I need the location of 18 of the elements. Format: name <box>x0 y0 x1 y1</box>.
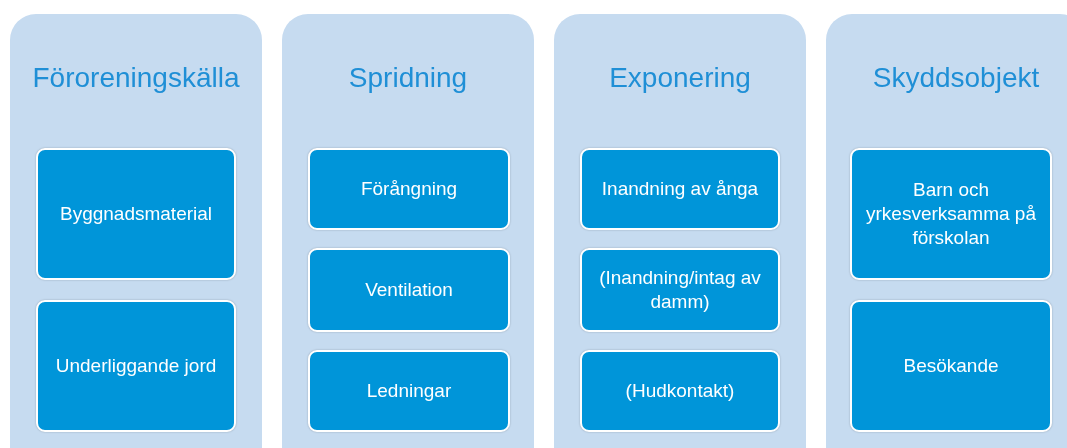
column-heading: Exponering <box>608 62 752 94</box>
item-box: Inandning av ånga <box>580 148 780 230</box>
item-box: Besökande <box>850 300 1052 432</box>
column-panel <box>826 14 1067 448</box>
item-box: (Inandning/intag av damm) <box>580 248 780 332</box>
column-heading: Spridning <box>347 62 469 94</box>
column-heading: Skyddsobjekt <box>871 62 1041 94</box>
item-box: Underliggande jord <box>36 300 236 432</box>
item-box: Barn och yrkesverksamma på förskolan <box>850 148 1052 280</box>
column-panel <box>554 14 806 448</box>
item-box: Förångning <box>308 148 510 230</box>
item-box: Ledningar <box>308 350 510 432</box>
column-panel <box>282 14 534 448</box>
item-box: Ventilation <box>308 248 510 332</box>
column-panel <box>10 14 262 448</box>
item-box: (Hudkontakt) <box>580 350 780 432</box>
column-heading: Föroreningskälla <box>31 62 241 94</box>
item-box: Byggnadsmaterial <box>36 148 236 280</box>
